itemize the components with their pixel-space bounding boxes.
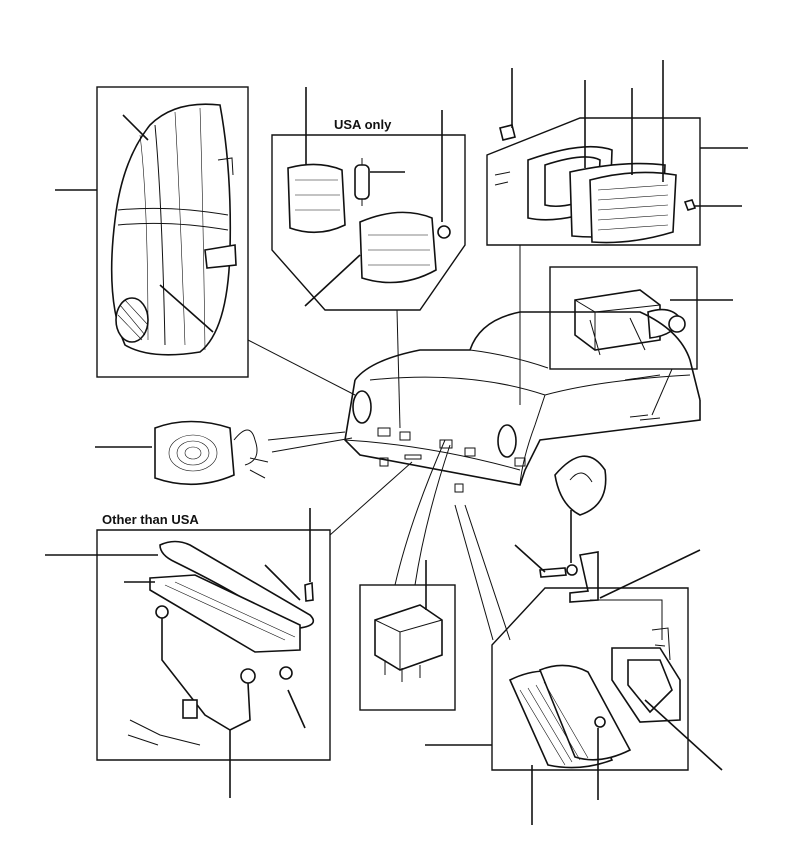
usa-only-label: USA only [334, 117, 392, 132]
rear-cluster-panel [425, 504, 723, 825]
bracket-hardware [514, 510, 701, 640]
callout-leader [599, 549, 701, 599]
grommet [437, 225, 451, 239]
front-indicator-panel [55, 86, 356, 396]
plate-lamp-panel [45, 461, 413, 798]
marker-lens [359, 211, 437, 284]
relay-panel [359, 439, 456, 711]
switch-panel [549, 266, 733, 416]
callout-leader [644, 699, 723, 771]
callout-leader [514, 544, 546, 573]
callout-leader [159, 284, 214, 333]
other-than-usa-label: Other than USA [102, 512, 199, 527]
marker-housing [287, 163, 346, 234]
rear-fog-lamp [95, 420, 353, 486]
callout-leader [287, 689, 306, 729]
usa-side-marker-panel [271, 87, 466, 429]
front-indicator-lamp [110, 103, 237, 356]
marker-bulb [354, 158, 370, 206]
callout-leader [304, 254, 361, 307]
callout-leader [264, 564, 301, 601]
callout-leader [122, 114, 149, 141]
rear-lamp-panel [486, 60, 748, 405]
car-outline [344, 311, 701, 516]
